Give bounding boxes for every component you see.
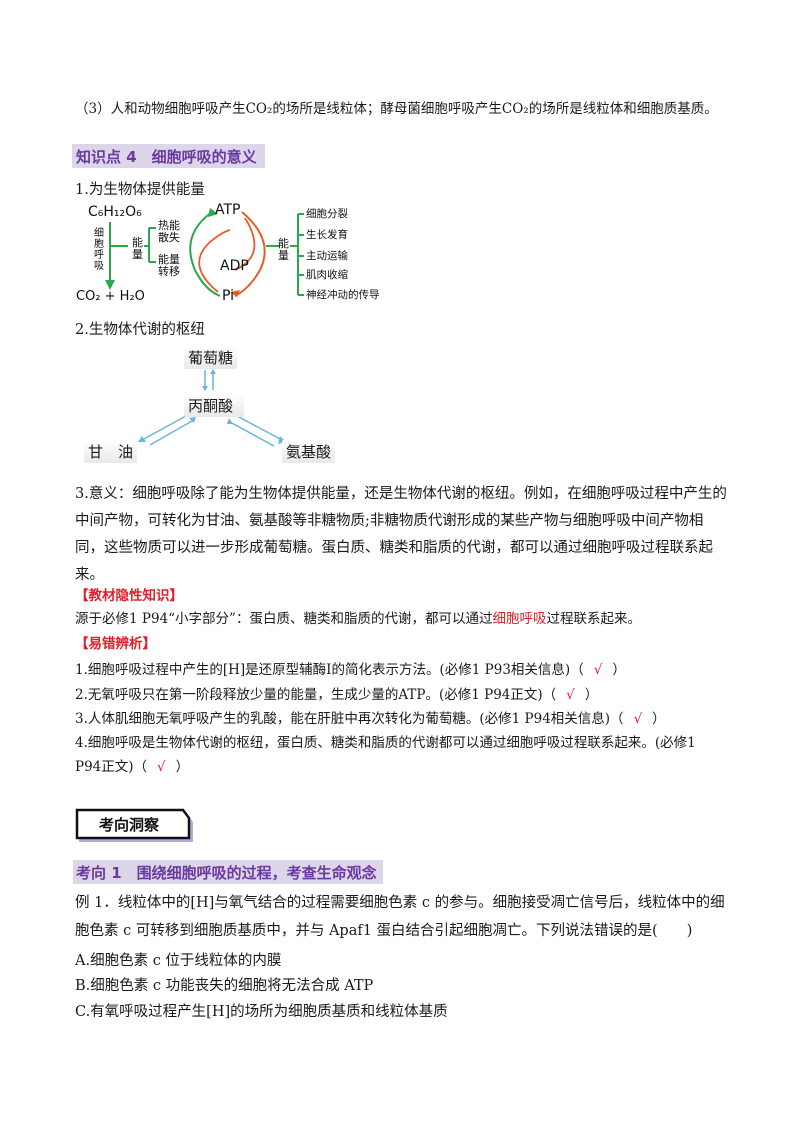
sub-heading-hub: 2.生物体代谢的枢纽 bbox=[75, 322, 205, 338]
energy-diagram: C₆H₁₂O₆ 细胞呼吸 能量 热能散失 能量转移 ATP ADP Pi CO₂… bbox=[70, 200, 400, 308]
hidden-knowledge-title: 【教材隐性知识】 bbox=[75, 588, 183, 604]
use-item: 主动运输 bbox=[306, 250, 348, 262]
intro-line: （3）人和动物细胞呼吸产生CO₂的场所是线粒体；酵母菌细胞呼吸产生CO₂的场所是… bbox=[75, 101, 718, 117]
glucose-formula: C₆H₁₂O₆ bbox=[88, 204, 142, 220]
heat-loss-label: 热能散失 bbox=[158, 219, 180, 244]
energy-diagram-arrows bbox=[105, 208, 304, 297]
adp-label: ADP bbox=[220, 258, 249, 274]
example-question: 例 1．线粒体中的[H]与氧气结合的过程需要细胞色素 c 的参与。细胞接受凋亡信… bbox=[75, 895, 725, 939]
sub-heading-energy: 1.为生物体提供能量 bbox=[75, 182, 205, 198]
check-mark: √ bbox=[593, 662, 603, 678]
section-heading-bg bbox=[72, 144, 265, 168]
judgement-item-4-line1: 4.细胞呼吸是生物体代谢的枢纽，蛋白质、糖类和脂质的代谢都可以通过细胞呼吸过程联… bbox=[75, 735, 696, 751]
judgement-close: ） bbox=[584, 687, 599, 703]
judgement-close: ） bbox=[612, 662, 626, 678]
judgement-item-4-line2: P94正文)（ √ ） bbox=[75, 755, 189, 775]
option-a: A.细胞色素 c 位于线粒体的内膜 bbox=[75, 953, 282, 969]
energy-label-right: 能量 bbox=[278, 237, 289, 262]
atp-label: ATP bbox=[215, 202, 241, 218]
topic-heading: 考向 1 围绕细胞呼吸的过程，考查生命观念 bbox=[76, 864, 377, 882]
exam-direction-tag: 考向洞察 bbox=[75, 808, 197, 844]
amino-acid-node: 氨基酸 bbox=[282, 440, 336, 463]
use-item: 神经冲动的传导 bbox=[306, 289, 380, 301]
check-mark: √ bbox=[157, 759, 166, 775]
section-heading: 知识点 4 细胞呼吸的意义 bbox=[76, 148, 257, 166]
judgement-text: 2.无氧呼吸只在第一阶段释放少量的能量，生成少量的ATP。(必修1 P94正文)… bbox=[75, 687, 557, 703]
hidden-knowledge-line: 源于必修1 P94“小字部分”：蛋白质、糖类和脂质的代谢，都可以通过细胞呼吸过程… bbox=[75, 607, 641, 627]
hub-diagram-arrows bbox=[138, 369, 286, 447]
hidden-knowledge-highlight: 细胞呼吸 bbox=[492, 611, 547, 627]
hub-diagram: 葡萄糖 丙酮酸 甘 油 氨基酸 bbox=[82, 344, 342, 464]
judgement-item: 3.人体肌细胞无氧呼吸产生的乳酸，能在肝脏中再次转化为葡萄糖。(必修1 P94相… bbox=[75, 707, 666, 727]
pi-label: Pi bbox=[222, 288, 235, 304]
use-item: 肌肉收缩 bbox=[306, 269, 348, 281]
option-b: B.细胞色素 c 功能丧失的细胞将无法合成 ATP bbox=[75, 978, 374, 994]
judgement-text: P94正文)（ bbox=[75, 759, 148, 775]
judgement-item: 1.细胞呼吸过程中产生的[H]是还原型辅酶Ⅰ的简化表示方法。(必修1 P93相关… bbox=[75, 658, 626, 678]
check-mark: √ bbox=[633, 711, 643, 727]
energy-transfer-label: 能量转移 bbox=[158, 253, 180, 278]
judgement-close: ） bbox=[175, 759, 190, 775]
glycerol-node: 甘 油 bbox=[84, 440, 138, 463]
pyruvate-node: 丙酮酸 bbox=[184, 394, 244, 417]
option-c: C.有氧呼吸过程产生[H]的场所为细胞质基质和线粒体基质 bbox=[75, 1004, 448, 1020]
products-label: CO₂ + H₂O bbox=[76, 289, 145, 304]
judgement-item: 2.无氧呼吸只在第一阶段释放少量的能量，生成少量的ATP。(必修1 P94正文)… bbox=[75, 683, 598, 703]
significance-paragraph: 3.意义：细胞呼吸除了能为生物体提供能量，还是生物体代谢的枢纽。例如，在细胞呼吸… bbox=[75, 486, 727, 583]
check-mark: √ bbox=[566, 687, 575, 703]
glucose-node: 葡萄糖 bbox=[184, 346, 238, 369]
tag-shape bbox=[75, 808, 193, 842]
hidden-knowledge-text-end: 过程联系起来。 bbox=[546, 611, 641, 627]
use-item: 生长发育 bbox=[306, 229, 348, 241]
tag-label: 考向洞察 bbox=[99, 816, 160, 834]
respiration-label: 细胞呼吸 bbox=[94, 228, 104, 272]
judgement-text: 3.人体肌细胞无氧呼吸产生的乳酸，能在肝脏中再次转化为葡萄糖。(必修1 P94相… bbox=[75, 711, 624, 727]
energy-label-left: 能量 bbox=[132, 236, 143, 261]
judgement-close: ） bbox=[652, 711, 666, 727]
hidden-knowledge-text: 源于必修1 P94“小字部分”：蛋白质、糖类和脂质的代谢，都可以通过 bbox=[75, 611, 493, 627]
judgement-text: 1.细胞呼吸过程中产生的[H]是还原型辅酶Ⅰ的简化表示方法。(必修1 P93相关… bbox=[75, 662, 584, 678]
topic-heading-bg bbox=[73, 860, 383, 884]
error-analysis-title: 【易错辨析】 bbox=[75, 636, 156, 652]
use-item: 细胞分裂 bbox=[306, 208, 348, 220]
